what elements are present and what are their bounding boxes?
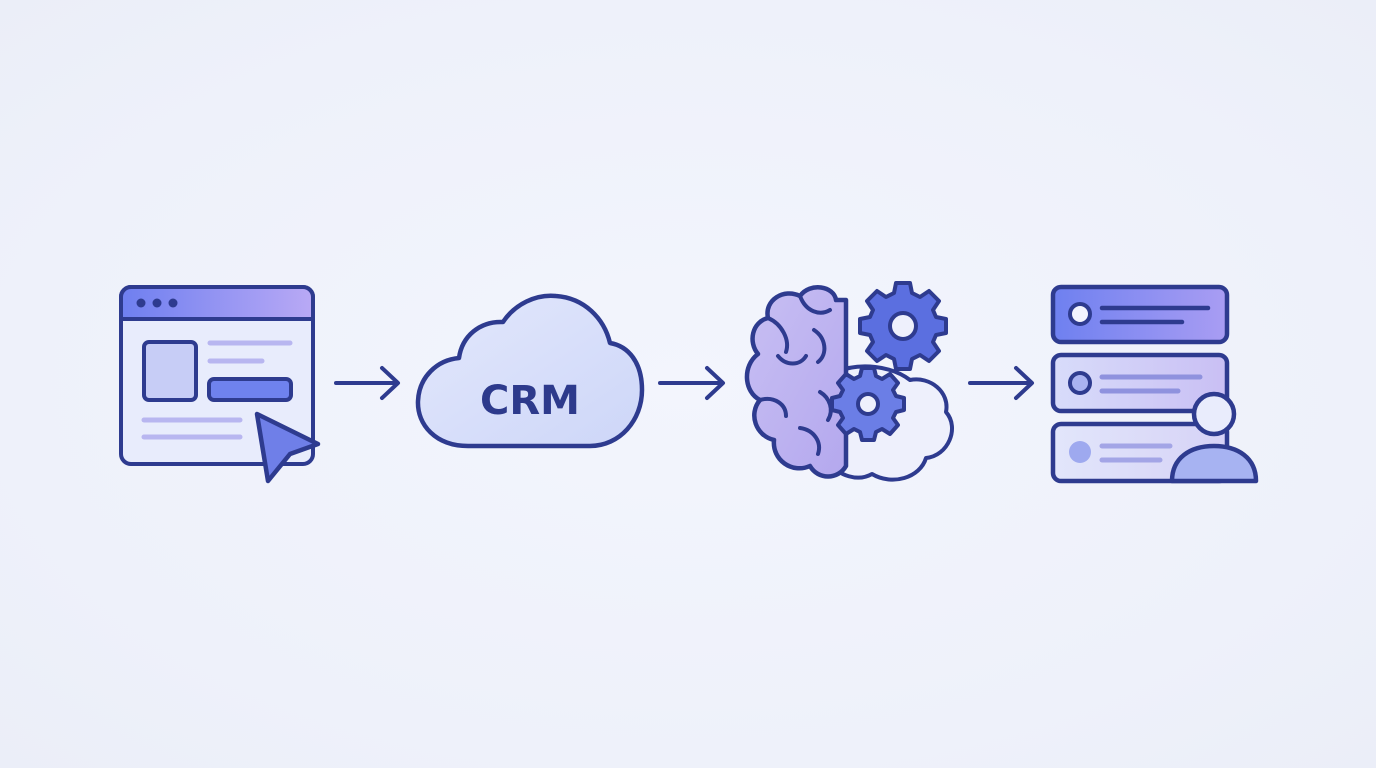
- arrow-right-icon: [658, 366, 725, 400]
- brain-gears-icon: [744, 281, 954, 482]
- list-row-icon: [1050, 284, 1230, 345]
- arrow-right-icon: [334, 366, 400, 400]
- crm-label: CRM: [480, 378, 580, 424]
- contact-list-user-icon: [1050, 284, 1259, 484]
- gear-icon: [830, 366, 906, 442]
- web-form-cursor-icon: [119, 285, 321, 484]
- arrow-right-icon: [968, 366, 1034, 400]
- user-icon: [1169, 391, 1259, 484]
- cloud-icon: CRM: [415, 293, 645, 449]
- gear-icon: [858, 281, 948, 371]
- list-row-icon: [1050, 352, 1230, 414]
